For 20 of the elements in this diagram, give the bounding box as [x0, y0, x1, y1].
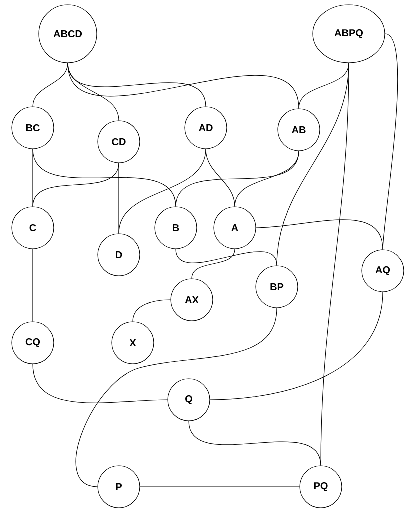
connector-line [192, 249, 236, 279]
connector-line [188, 421, 322, 466]
connector-line [76, 308, 278, 488]
connector-line [206, 149, 236, 207]
connector-line [118, 149, 206, 234]
connector-line [234, 151, 300, 207]
connector-line [210, 292, 384, 400]
connector-line [320, 63, 350, 466]
connector-line [132, 300, 171, 322]
connector-line [32, 364, 168, 404]
connector-line [256, 220, 384, 250]
connector-line [118, 163, 120, 234]
connector-line [382, 34, 398, 250]
connector-line [32, 149, 176, 207]
connector-line [32, 249, 34, 322]
connector-line [32, 149, 34, 207]
connector-line [176, 249, 278, 266]
connector-line [32, 63, 68, 107]
connector-line [68, 63, 300, 109]
connector-line [140, 486, 300, 488]
